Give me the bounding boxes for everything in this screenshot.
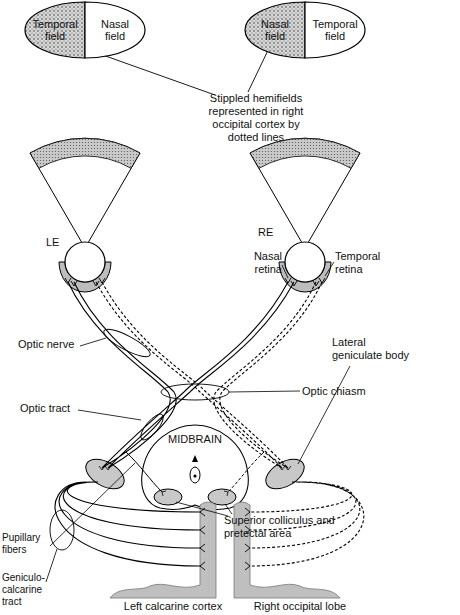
leader-line xyxy=(46,262,350,582)
field-name: Nasal field xyxy=(251,18,299,42)
eye-label: RE xyxy=(258,226,282,239)
geniculo-calcarine-fibers xyxy=(55,482,200,566)
cortex-label: Left calcarine cortex xyxy=(108,600,238,613)
cerebral-aqueduct xyxy=(190,467,200,483)
fiber-terminal xyxy=(162,491,228,496)
bundle-ring xyxy=(161,384,229,400)
region-label: MIDBRAIN xyxy=(155,433,235,446)
field-name: Temporal field xyxy=(31,18,79,42)
visual-hemifield: Nasal field xyxy=(85,2,145,58)
structure-label: Pupillary fibers xyxy=(2,532,52,556)
visual-hemifield: Temporal field xyxy=(305,2,365,58)
bundle-ring xyxy=(50,510,74,550)
retina-label: Temporal retina xyxy=(335,250,395,276)
structure-label: Superior colliculus and pretectal area xyxy=(224,514,336,540)
visual-cone xyxy=(30,138,140,248)
hemifield-shape xyxy=(85,2,145,58)
dotted-fibers xyxy=(96,282,322,468)
eye-label: LE xyxy=(46,236,70,249)
annotation-note: Stippled hemifields represented in right… xyxy=(200,92,312,144)
visual-hemifield: Nasal field xyxy=(245,2,305,58)
cone-band xyxy=(30,138,140,168)
structure-label: Optic tract xyxy=(20,402,90,415)
hemifield-shape xyxy=(245,2,305,58)
retina-label: Nasal retina xyxy=(234,250,282,276)
hemifield-shape xyxy=(305,2,365,58)
field-name: Temporal field xyxy=(311,18,359,42)
eyeball xyxy=(285,242,325,282)
structure-label: Geniculo-calcarine tract xyxy=(2,572,52,608)
eyeball xyxy=(65,242,105,282)
aqueduct-center xyxy=(193,474,196,477)
pupillary-fiber xyxy=(228,452,264,492)
calcarine-cortex xyxy=(110,502,216,598)
bundle-ring xyxy=(137,411,167,443)
midbrain-outline xyxy=(142,425,249,509)
visual-hemifield: Temporal field xyxy=(25,2,85,58)
hemifield-shape xyxy=(25,2,85,58)
pupillary-fiber xyxy=(126,452,162,492)
field-name: Nasal field xyxy=(91,18,139,42)
midline-mark xyxy=(192,455,198,462)
fiber-terminal xyxy=(99,466,291,470)
visual-cone xyxy=(250,138,360,248)
bundle-ring xyxy=(101,325,153,362)
structure-label: Optic nerve xyxy=(18,338,88,351)
cortex-label: Right occipital lobe xyxy=(240,600,360,613)
structure-label: Optic chiasm xyxy=(302,385,382,398)
structure-label: Lateral geniculate body xyxy=(332,336,418,362)
